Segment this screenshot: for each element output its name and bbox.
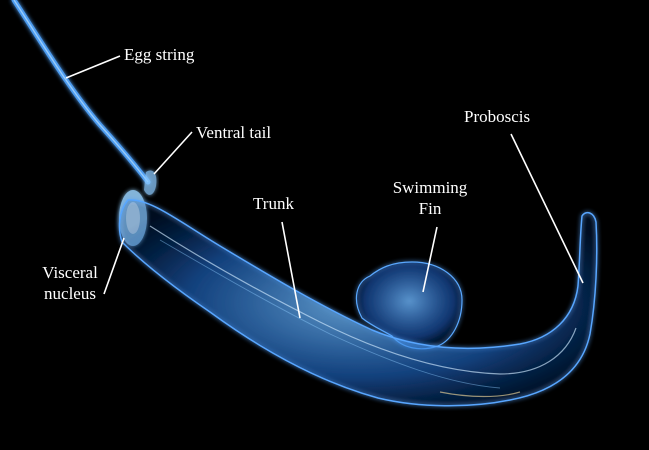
- label-ventral-tail: Ventral tail: [196, 123, 272, 142]
- label-egg-string: Egg string: [124, 45, 195, 64]
- label-visceral-nucleus-line1: Visceral: [42, 263, 98, 282]
- leader-lines: [65, 55, 584, 319]
- leader-trunk: [281, 221, 301, 319]
- leader-swimming-fin: [422, 226, 438, 293]
- leader-ventral-tail: [153, 131, 193, 175]
- label-visceral-nucleus: Visceral nucleus: [22, 262, 118, 304]
- label-proboscis: Proboscis: [464, 107, 531, 126]
- label-visceral-nucleus-line2: nucleus: [44, 284, 96, 303]
- ventral-tail: [144, 170, 157, 195]
- label-swimming-fin: Swimming Fin: [383, 177, 477, 219]
- trunk-body: [118, 199, 598, 407]
- label-trunk: Trunk: [253, 194, 294, 213]
- egg-string: [11, 0, 151, 185]
- leader-proboscis: [510, 133, 584, 284]
- leader-egg-string: [65, 55, 121, 79]
- swimming-fin: [355, 261, 463, 350]
- label-swimming-fin-line1: Swimming: [392, 178, 468, 197]
- label-swimming-fin-line2: Fin: [418, 199, 442, 218]
- leader-visceral-nucleus: [103, 237, 125, 295]
